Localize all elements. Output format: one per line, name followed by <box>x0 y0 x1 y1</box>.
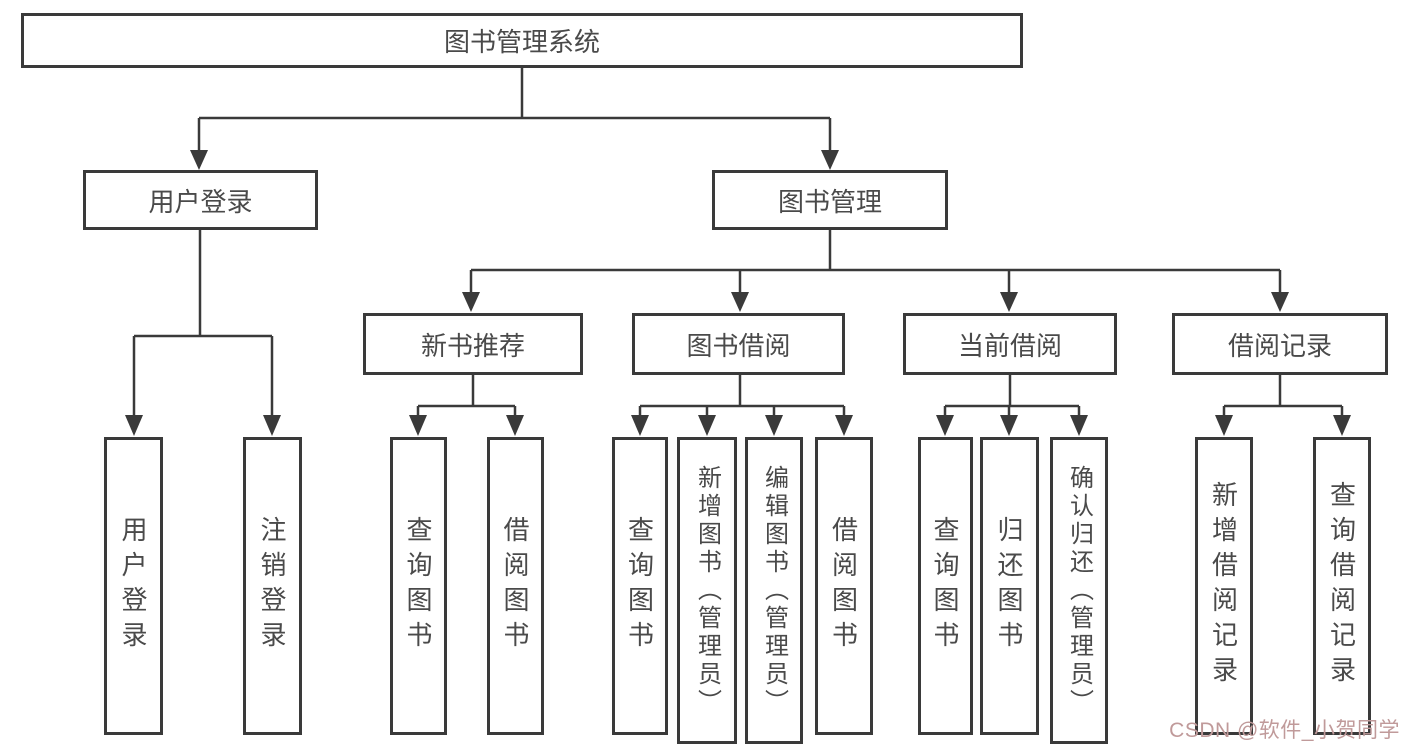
leaf-borrow-books-recommend: 借阅图书 <box>487 437 544 735</box>
node-book-borrow-label: 图书借阅 <box>686 330 791 361</box>
leaf-borrow-books-recommend-label: 借阅图书 <box>500 516 530 656</box>
connector-book-borrow <box>631 375 853 436</box>
node-new-book-recommend-label: 新书推荐 <box>420 330 525 361</box>
node-borrow-records: 借阅记录 <box>1172 313 1388 375</box>
leaf-borrow-books-label: 借阅图书 <box>828 516 859 656</box>
leaf-edit-book-admin-label: 编辑图书（管理员） <box>760 464 788 717</box>
node-book-borrow: 图书借阅 <box>632 313 845 375</box>
leaf-query-books-current: 查询图书 <box>918 437 973 735</box>
leaf-user-login-label: 用户登录 <box>118 516 148 656</box>
node-library-system-label: 图书管理系统 <box>443 27 600 57</box>
leaf-query-borrow-record: 查询借阅记录 <box>1313 437 1371 735</box>
connector-root <box>190 68 839 170</box>
node-current-borrow-label: 当前借阅 <box>957 330 1062 361</box>
node-book-management: 图书管理 <box>712 170 948 230</box>
connector-user-login <box>125 230 281 436</box>
connector-new-book-recommend <box>409 375 524 436</box>
leaf-query-books-recommend-label: 查询图书 <box>403 516 433 656</box>
leaf-query-books-borrow-label: 查询图书 <box>624 516 655 656</box>
leaf-logout-login-label: 注销登录 <box>257 516 287 656</box>
node-library-system: 图书管理系统 <box>21 13 1023 68</box>
leaf-query-borrow-record-label: 查询借阅记录 <box>1326 481 1357 691</box>
watermark: CSDN @软件_小贺同学 <box>1169 719 1400 742</box>
node-user-login: 用户登录 <box>83 170 318 230</box>
node-current-borrow: 当前借阅 <box>903 313 1117 375</box>
leaf-borrow-books: 借阅图书 <box>815 437 873 735</box>
connector-current-borrow <box>936 375 1088 436</box>
leaf-logout-login: 注销登录 <box>243 437 302 735</box>
connector-book-management <box>462 230 1289 312</box>
leaf-query-books-current-label: 查询图书 <box>930 516 960 656</box>
leaf-query-books-borrow: 查询图书 <box>612 437 668 735</box>
node-book-management-label: 图书管理 <box>777 186 882 217</box>
leaf-query-books-recommend: 查询图书 <box>390 437 447 735</box>
leaf-user-login: 用户登录 <box>104 437 163 735</box>
leaf-return-books-label: 归还图书 <box>994 516 1024 656</box>
leaf-add-borrow-record-label: 新增借阅记录 <box>1208 481 1239 691</box>
connector-borrow-records <box>1215 375 1351 436</box>
node-borrow-records-label: 借阅记录 <box>1227 330 1332 361</box>
leaf-confirm-return-admin-label: 确认归还（管理员） <box>1065 464 1093 717</box>
leaf-edit-book-admin: 编辑图书（管理员） <box>745 437 803 744</box>
leaf-add-borrow-record: 新增借阅记录 <box>1195 437 1253 735</box>
leaf-add-book-admin: 新增图书（管理员） <box>677 437 737 744</box>
node-new-book-recommend: 新书推荐 <box>363 313 583 375</box>
leaf-confirm-return-admin: 确认归还（管理员） <box>1050 437 1108 744</box>
node-user-login-label: 用户登录 <box>148 186 253 217</box>
leaf-return-books: 归还图书 <box>980 437 1039 735</box>
leaf-add-book-admin-label: 新增图书（管理员） <box>693 464 721 717</box>
